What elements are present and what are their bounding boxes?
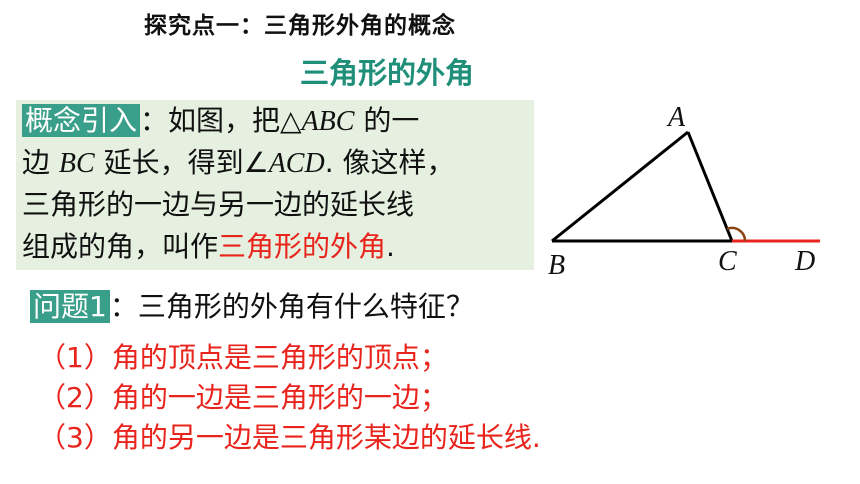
- concept-tag: 概念引入: [22, 104, 141, 137]
- concept-box: 概念引入：如图，把△ABC 的一 边 BC 延长，得到∠ACD. 像这样， 三角…: [16, 100, 534, 270]
- label-c: C: [718, 246, 737, 277]
- question-text: ：三角形的外角有什么特征？: [109, 290, 474, 323]
- concept-text: 边: [22, 146, 59, 179]
- question: 问题1：三角形的外角有什么特征？: [30, 285, 474, 325]
- triangle-name: ABC: [301, 106, 355, 137]
- concept-text: ：如图，把△: [140, 104, 302, 137]
- answer-2: （2）角的一边是三角形的一边；: [38, 381, 448, 414]
- concept-text: 延长，得到∠: [94, 146, 269, 179]
- section-title: 探究点一：三角形外角的概念: [144, 13, 456, 39]
- answer-3: （3）角的另一边是三角形某边的延长线.: [38, 421, 541, 454]
- concept-line-1: 概念引入：如图，把△ABC 的一: [22, 100, 419, 143]
- concept-text: . 像这样，: [324, 146, 455, 179]
- concept-text: 的一: [354, 104, 420, 137]
- label-a: A: [666, 102, 686, 133]
- concept-line-3: 三角形的一边与另一边的延长线: [22, 188, 415, 221]
- concept-line-2: 边 BC 延长，得到∠ACD. 像这样，: [22, 142, 455, 185]
- question-tag: 问题1: [30, 290, 110, 323]
- triangle-diagram: A B C D: [548, 102, 820, 281]
- label-b: B: [548, 250, 565, 281]
- page-title: 三角形的外角: [300, 56, 475, 90]
- side-name: BC: [58, 148, 95, 179]
- angle-name: ACD: [268, 148, 325, 179]
- answer-1: （1）角的顶点是三角形的顶点；: [38, 341, 448, 374]
- label-d: D: [794, 246, 815, 277]
- side-ab: [551, 130, 689, 243]
- concept-text: .: [386, 230, 395, 263]
- side-ac: [686, 131, 734, 242]
- highlight-term: 三角形的外角: [218, 230, 387, 263]
- concept-line-4: 组成的角，叫作三角形的外角.: [22, 226, 395, 268]
- exterior-angle-arc: [726, 226, 747, 242]
- concept-text: 组成的角，叫作: [22, 230, 219, 263]
